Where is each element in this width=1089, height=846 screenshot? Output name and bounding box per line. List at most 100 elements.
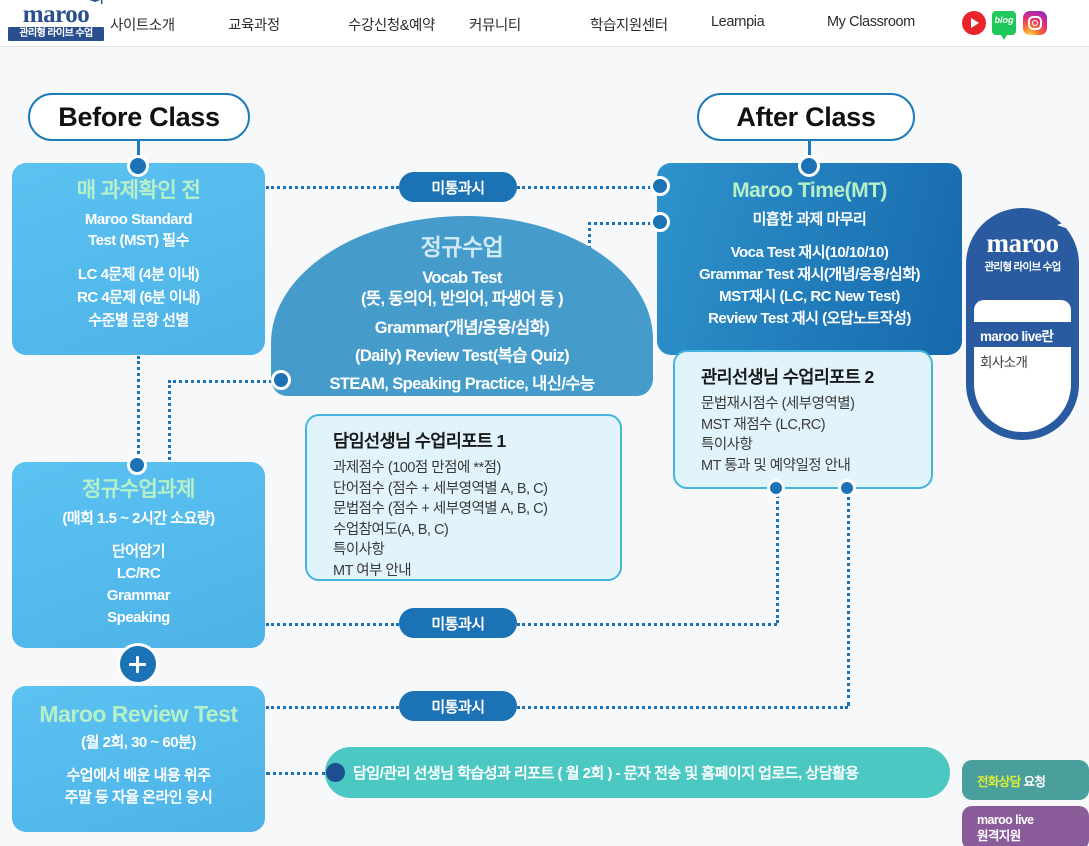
card-mt-body-3: MST재시 (LC, RC New Test) — [719, 288, 900, 305]
connector-mst-to-homework — [137, 356, 140, 466]
node-mt-inbound-1 — [650, 176, 670, 196]
phone-consult-highlight: 전화상담 — [977, 774, 1021, 789]
connector-fail2-to-report2-v — [776, 490, 779, 623]
side-panel-logo-tagline: 관리형 라이브 수업 — [984, 261, 1061, 273]
cloud-line-1: Vocab Test — [422, 269, 502, 287]
naver-blog-icon[interactable]: blog — [992, 11, 1016, 40]
card-homework-body-3: Grammar — [106, 587, 171, 604]
card-homework-sub: (매회 1.5 ~ 2시간 소요량) — [62, 510, 215, 527]
remote-support-button[interactable]: maroo live 원격지원 — [962, 806, 1089, 846]
card-mt-body-4: Review Test 재시 (오답노트작성) — [708, 310, 911, 327]
logo-tagline: 관리형 라이브 수업 — [8, 27, 104, 41]
cloud-title: 정규수업 — [420, 234, 504, 260]
side-panel-logo: maroo 관리형 라이브 수업 — [966, 221, 1079, 274]
node-before-pill — [127, 155, 149, 177]
learning-report-bar-text: 담임/관리 선생님 학습성과 리포트 ( 월 2회 ) - 문자 전송 및 홈페… — [353, 765, 859, 782]
side-panel-section-title: maroo live란 — [974, 322, 1071, 347]
graduation-cap-icon — [1057, 221, 1079, 231]
instagram-ring — [1028, 16, 1042, 30]
site-header: maroo 관리형 라이브 수업 사이트소개 교육과정 수강신청&예약 커뮤니티… — [0, 0, 1089, 47]
card-mst-title: 매 과제확인 전 — [76, 179, 201, 202]
card-review-test: Maroo Review Test (월 2회, 30 ~ 60분) 수업에서 … — [12, 686, 265, 832]
cloud-line-5: STEAM, Speaking Practice, 내신/수능 — [329, 375, 596, 393]
remote-support-line-2: 원격지원 — [977, 829, 1021, 843]
instagram-lens — [1032, 20, 1038, 26]
phone-consult-button[interactable]: 전화상담 요청 — [962, 760, 1089, 800]
card-mst-body-1: LC 4문제 (4분 이내) — [77, 266, 200, 283]
connector-homework-to-fail2 — [266, 623, 399, 626]
instagram-icon[interactable] — [1023, 11, 1047, 35]
nav-item-my-classroom[interactable]: My Classroom — [827, 14, 915, 30]
card-homework-body-1: 단어암기 — [111, 543, 166, 560]
nav-item-support[interactable]: 학습지원센터 — [590, 18, 668, 34]
card-mst-sub-2: Test (MST) 필수 — [88, 232, 189, 249]
cloud-line-2: (뜻, 동의어, 반의어, 파생어 등 ) — [360, 290, 564, 308]
connector-review-to-fail3 — [266, 706, 399, 709]
card-mst-body-3: 수준별 문항 선별 — [88, 312, 189, 329]
phone-consult-rest: 요청 — [1020, 774, 1046, 789]
connector-fail1-to-mt — [517, 186, 657, 189]
logo-wordmark: maroo — [22, 1, 90, 28]
plus-icon — [117, 643, 159, 685]
side-panel: maroo 관리형 라이브 수업 maroo live란 회사소개 — [966, 208, 1079, 440]
regular-class-cloud: 정규수업 Vocab Test (뜻, 동의어, 반의어, 파생어 등 ) Gr… — [271, 216, 653, 396]
site-logo[interactable]: maroo 관리형 라이브 수업 — [8, 0, 104, 43]
card-review-body-1: 수업에서 배운 내용 위주 — [66, 767, 211, 784]
report-1-title: 담임선생님 수업리포트 1 — [333, 431, 506, 451]
node-teal-bar-left — [326, 763, 345, 782]
card-mst-body-2: RC 4문제 (6분 이내) — [77, 289, 200, 306]
connector-homework-to-cloud-h — [168, 380, 278, 383]
nav-item-curriculum[interactable]: 교육과정 — [228, 18, 280, 34]
phase-label-after-class: After Class — [697, 93, 915, 141]
card-homework-title: 정규수업과제 — [82, 478, 195, 501]
cloud-line-4: (Daily) Review Test(복습 Quiz) — [354, 347, 570, 365]
connector-fail3-to-report2-v — [847, 490, 850, 706]
connector-after-pill-stem — [808, 141, 811, 166]
report-1-line-2: 단어점수 (점수 + 세부영역별 A, B, C) — [333, 480, 548, 497]
card-mt-title: Maroo Time(MT) — [732, 179, 887, 202]
report-2-line-1: 문법재시점수 (세부영역별) — [701, 396, 855, 412]
card-homework: 정규수업과제 (매회 1.5 ~ 2시간 소요량) 단어암기 LC/RC Gra… — [12, 462, 265, 648]
badge-fail-2: 미통과시 — [399, 608, 517, 638]
nav-item-enroll[interactable]: 수강신청&예약 — [348, 18, 435, 34]
report-1-line-1: 과제점수 (100점 만점에 **점) — [333, 460, 501, 476]
connector-cloud-to-mt-h — [588, 222, 657, 225]
nav-item-learnpia[interactable]: Learnpia — [711, 14, 765, 30]
connector-review-to-report-bar — [266, 772, 326, 775]
card-maroo-time: Maroo Time(MT) 미흡한 과제 마무리 Voca Test 재시(1… — [657, 163, 962, 355]
report-1-line-6: MT 여부 안내 — [333, 562, 412, 579]
node-report2-bottom-1 — [767, 479, 785, 497]
report-1-line-5: 특이사항 — [333, 542, 385, 558]
card-report-1: 담임선생님 수업리포트 1 과제점수 (100점 만점에 **점) 단어점수 (… — [305, 414, 622, 581]
phase-label-before-class: Before Class — [28, 93, 250, 141]
connector-fail3-to-report2-h — [517, 706, 848, 709]
youtube-icon[interactable] — [962, 11, 986, 35]
nav-item-site-intro[interactable]: 사이트소개 — [110, 18, 175, 34]
cloud-line-3: Grammar(개념/응용/심화) — [374, 319, 550, 337]
card-mst: 매 과제확인 전 Maroo Standard Test (MST) 필수 LC… — [12, 163, 265, 355]
card-homework-body-2: LC/RC — [116, 565, 161, 582]
node-homework-top — [127, 455, 147, 475]
card-review-title: Maroo Review Test — [39, 701, 238, 727]
side-panel-item-company-intro[interactable]: 회사소개 — [980, 355, 1028, 370]
card-review-body-2: 주말 등 자율 온라인 응시 — [64, 789, 213, 806]
node-mt-inbound-2 — [650, 212, 670, 232]
card-mt-sub: 미흡한 과제 마무리 — [752, 211, 867, 228]
node-report2-bottom-2 — [838, 479, 856, 497]
nav-item-community[interactable]: 커뮤니티 — [469, 18, 521, 34]
remote-support-line-1: maroo live — [977, 813, 1034, 827]
connector-fail2-to-report2-h — [517, 623, 777, 626]
badge-fail-1: 미통과시 — [399, 172, 517, 202]
card-mt-body-1: Voca Test 재시(10/10/10) — [730, 244, 889, 261]
node-cloud-left — [271, 370, 291, 390]
report-2-line-2: MST 재점수 (LC,RC) — [701, 416, 826, 433]
card-mst-sub-1: Maroo Standard — [84, 211, 193, 228]
connector-mst-to-fail1 — [266, 186, 399, 189]
card-mt-body-2: Grammar Test 재시(개념/응용/심화) — [699, 266, 921, 283]
card-homework-body-4: Speaking — [107, 609, 170, 626]
connector-before-pill-stem — [137, 141, 140, 166]
report-2-line-4: MT 통과 및 예약일정 안내 — [701, 457, 851, 474]
connector-homework-to-cloud-v — [168, 380, 171, 466]
report-1-line-3: 문법점수 (점수 + 세부영역별 A, B, C) — [333, 501, 548, 517]
